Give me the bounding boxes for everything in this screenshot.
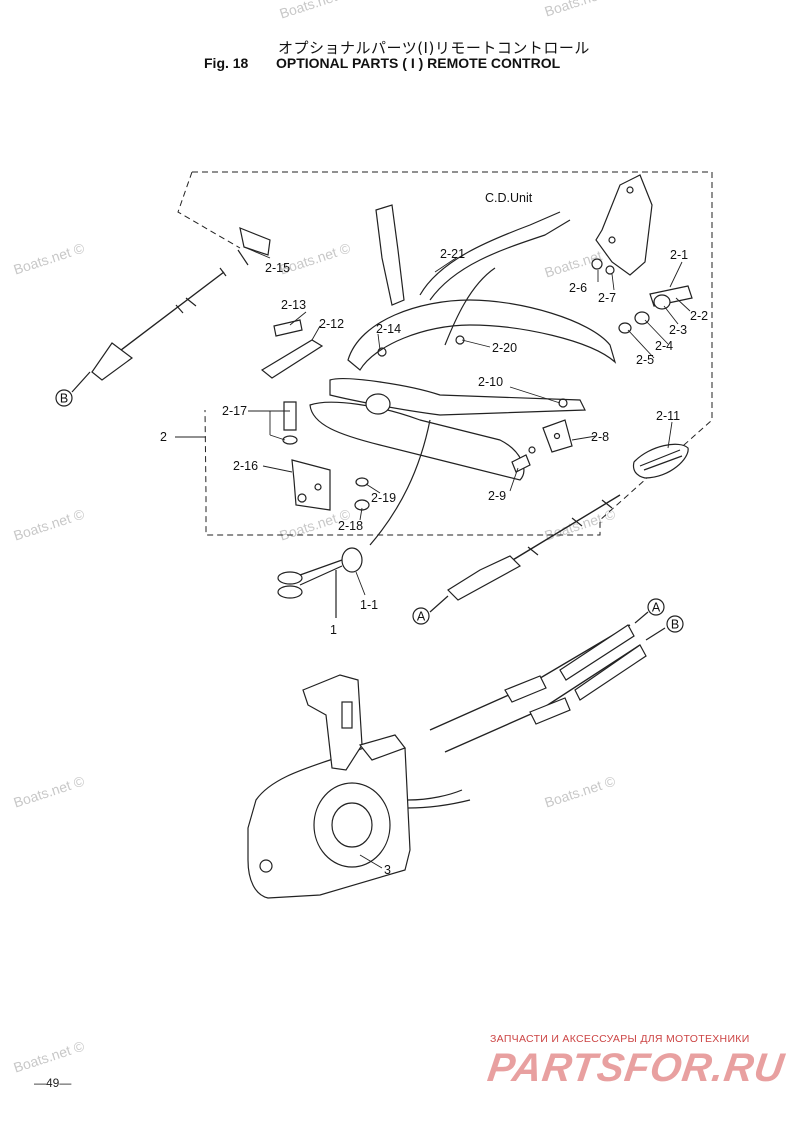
label-2-16: 2-16 [233, 459, 258, 473]
label-2-15: 2-15 [265, 261, 290, 275]
callout-circle-a [412, 607, 430, 625]
figure-label: Fig. 18 [204, 55, 249, 71]
label-2-2: 2-2 [690, 309, 708, 323]
callout-circle-b [55, 389, 73, 407]
harness [277, 547, 363, 618]
callout-a: A [417, 610, 426, 624]
label-2-8: 2-8 [591, 430, 609, 444]
remote-cables [429, 611, 666, 753]
label-2-6: 2-6 [569, 281, 587, 295]
label-3: 3 [384, 863, 391, 877]
grommet [632, 443, 689, 479]
assembly-boundary [177, 171, 713, 536]
label-2: 2 [160, 430, 167, 444]
label-2-1: 2-1 [670, 248, 688, 262]
leader-lines [175, 246, 691, 869]
label-2-3: 2-3 [669, 323, 687, 337]
brand-logo: PARTSFOR.RU [484, 1046, 788, 1090]
page-number: —49— [34, 1076, 72, 1090]
brand-subtitle: ЗАПЧАСТИ И АКСЕССУАРЫ ДЛЯ МОТОТЕХНИКИ [490, 1033, 750, 1045]
upper-bracket [591, 174, 693, 334]
label-2-13: 2-13 [281, 298, 306, 312]
callout-circle-b [666, 615, 684, 633]
label-cd-unit: C.D.Unit [485, 191, 533, 205]
label-2-17: 2-17 [222, 404, 247, 418]
callout-b: B [671, 618, 679, 632]
remote-control-box [247, 674, 471, 899]
label-1-1: 1-1 [360, 598, 378, 612]
label-2-20: 2-20 [492, 341, 517, 355]
plate-and-screw [511, 419, 573, 473]
title-english: Fig. 18 OPTIONAL PARTS ( I ) REMOTE CONTR… [204, 55, 560, 71]
label-2-14: 2-14 [376, 322, 401, 336]
label-2-11: 2-11 [656, 409, 680, 423]
left-brackets [260, 319, 370, 511]
title-japanese: オプショナルパーツ(Ⅰ)リモートコントロール [278, 39, 590, 57]
label-2-4: 2-4 [655, 339, 673, 353]
callout-b: B [60, 392, 68, 406]
cd-unit-assembly [309, 204, 617, 546]
cable-a-lower [429, 494, 621, 613]
callout-circle-a [647, 598, 665, 616]
label-2-7: 2-7 [598, 291, 616, 305]
label-2-5: 2-5 [636, 353, 654, 367]
label-2-19: 2-19 [371, 491, 396, 505]
cable-b-upper [71, 227, 271, 393]
label-1: 1 [330, 623, 337, 637]
label-2-18: 2-18 [338, 519, 363, 533]
label-2-9: 2-9 [488, 489, 506, 503]
label-2-21: 2-21 [440, 247, 465, 261]
figure-title: OPTIONAL PARTS ( I ) REMOTE CONTROL [276, 55, 561, 71]
callout-a: A [652, 601, 661, 615]
label-2-12: 2-12 [319, 317, 344, 331]
label-2-10: 2-10 [478, 375, 503, 389]
